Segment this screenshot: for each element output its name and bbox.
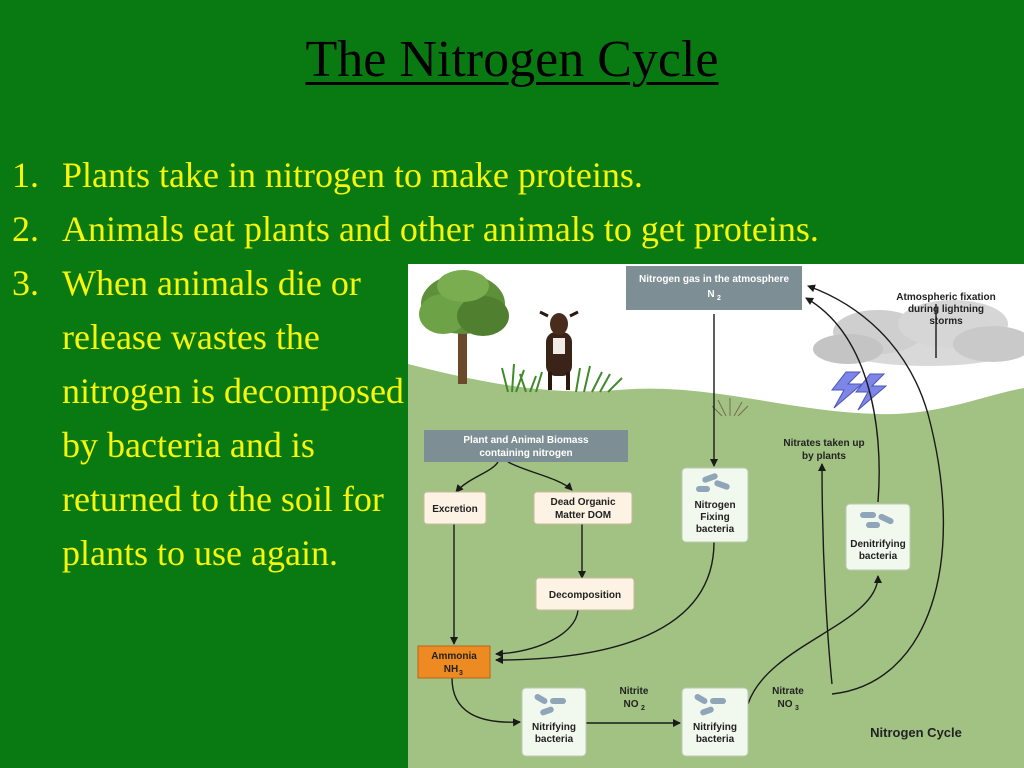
nitrifying2-label-line2: bacteria [696,734,735,745]
lightning-label-line1: Atmospheric fixation [896,292,995,303]
arrow-nitrate-to-lightning-loop [807,284,945,695]
grass-icon [501,363,623,393]
bacteria-icon [860,512,894,528]
nitrifying1-label-line2: bacteria [535,734,574,745]
biomass-label-line1: Plant and Animal Biomass [463,435,589,446]
fixing-label-line1: Nitrogen [694,500,735,511]
decomposition-label: Decomposition [549,590,621,601]
arrow-ammonia-to-nitrifying1 [451,677,521,727]
bacteria-icon [534,694,566,716]
nitrates-taken-label: Nitrates taken up by plants [783,438,864,462]
atmosphere-subscript: 2 [717,295,721,302]
storm-cloud-icon [813,300,1024,366]
denitrifying-label-line2: bacteria [859,551,898,562]
fixing-label-line3: bacteria [696,524,735,535]
nitrate-label: Nitrate NO 3 [772,686,804,712]
ammonia-label-line2: NH [444,664,458,675]
arrow-nitrifying2-to-denitrifying [747,575,882,705]
cow-icon [539,310,579,390]
lightning-label-line3: storms [929,316,963,327]
bullet-item: 2. Animals eat plants and other animals … [0,202,922,256]
arrow-fixing-to-ammonia [495,541,715,664]
denitrifying-bacteria-box: Denitrifying bacteria [845,503,911,571]
diagram-canvas: Nitrogen gas in the atmosphere N 2 Atmos… [408,266,1024,768]
cycle-arrows [450,284,945,727]
nitrifying2-label-line1: Nitrifying [693,722,737,733]
atmosphere-label-line2: N [707,289,714,300]
excretion-box: Excretion [423,491,487,525]
slide-title: The Nitrogen Cycle [305,31,719,88]
bullet-item: 3. When animals die or release wastes th… [0,256,412,580]
nitrite-label: Nitrite NO 2 [620,686,649,712]
ammonia-subscript: 3 [459,670,463,677]
nitrate-label-line2: NO [778,699,793,710]
nitrate-label-line1: Nitrate [772,686,804,697]
lightning-label-line2: during lightning [908,304,984,315]
bacteria-icon [696,473,730,492]
nitrogen-fixing-bacteria-box: Nitrogen Fixing bacteria [681,467,749,543]
bullet-list: 1. Plants take in nitrogen to make prote… [0,148,922,580]
arrow-biomass-to-dom [507,461,573,491]
bullet-text: Animals eat plants and other animals to … [62,209,819,249]
ground-area [408,364,1024,768]
nitrifying-bacteria-box-1: Nitrifying bacteria [521,687,587,757]
bullet-number: 1. [12,155,39,195]
lightning-icon [830,371,888,411]
bullet-text: Plants take in nitrogen to make proteins… [62,155,643,195]
excretion-label: Excretion [432,504,478,515]
bacteria-icon [694,694,726,716]
denitrifying-label-line1: Denitrifying [850,539,906,550]
dry-shrub-icon [711,398,749,417]
dead-organic-matter-box: Dead Organic Matter DOM [533,491,633,525]
biomass-box: Plant and Animal Biomass containing nitr… [424,430,628,462]
nitrite-subscript: 2 [641,705,645,712]
arrow-biomass-to-excretion [455,461,499,493]
fixing-label-line2: Fixing [700,512,729,523]
atmosphere-label-line1: Nitrogen gas in the atmosphere [639,274,789,285]
diagram-caption: Nitrogen Cycle [870,725,962,740]
bullet-item: 1. Plants take in nitrogen to make prote… [0,148,922,202]
ammonia-label-line1: Ammonia [431,651,477,662]
decomposition-box: Decomposition [535,577,635,611]
atmosphere-box: Nitrogen gas in the atmosphere N 2 [626,266,802,310]
nitrifying-bacteria-box-2: Nitrifying bacteria [681,687,749,757]
arrow-decomposition-to-ammonia [495,609,579,658]
nitrite-label-line2: NO [624,699,639,710]
bullet-number: 3. [12,263,39,303]
nitrate-subscript: 3 [795,705,799,712]
tree-icon [419,270,509,384]
nitrogen-cycle-diagram: Nitrogen gas in the atmosphere N 2 Atmos… [408,264,1024,768]
arrow-nitrate-to-plants [818,463,833,685]
ammonia-box: Ammonia NH 3 [417,645,491,679]
nitrates-taken-line2: by plants [802,451,846,462]
dom-label-line1: Dead Organic [550,497,615,508]
arrow-denitrifying-to-atmosphere [805,297,880,503]
nitrates-taken-line1: Nitrates taken up [783,438,864,449]
dom-label-line2: Matter DOM [555,510,611,521]
bullet-text: When animals die or release wastes the n… [62,263,404,573]
nitrite-label-line1: Nitrite [620,686,649,697]
nitrifying1-label-line1: Nitrifying [532,722,576,733]
biomass-label-line2: containing nitrogen [479,448,572,459]
lightning-label: Atmospheric fixation during lightning st… [896,292,995,327]
bullet-number: 2. [12,209,39,249]
